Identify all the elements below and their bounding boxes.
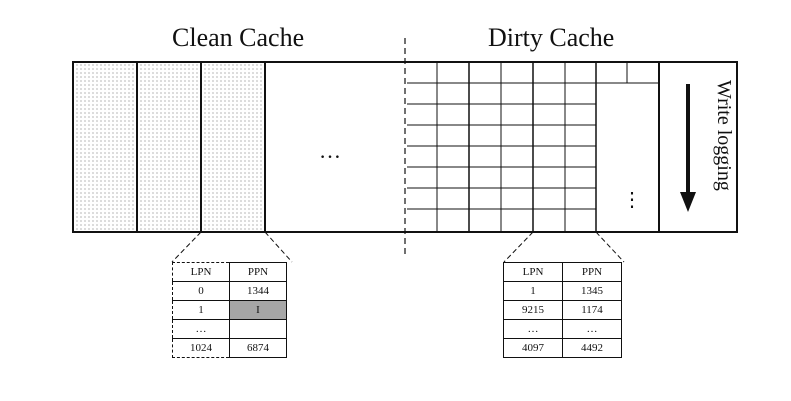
lpn-cell: 1 [172, 300, 230, 320]
table-row: 4097 4492 [503, 338, 622, 358]
lpn-cell: 9215 [503, 300, 563, 320]
clean-cache-title: Clean Cache [172, 23, 305, 52]
ppn-header: PPN [229, 262, 287, 282]
ppn-cell: 4492 [562, 338, 622, 358]
dirty-mapping-table: LPN PPN 1 1345 9215 1174 … … 4097 4492 [503, 262, 622, 358]
write-logging-arrow [680, 84, 696, 212]
zoom-connectors [171, 231, 625, 263]
lpn-cell: 1 [503, 281, 563, 301]
clean-block-3 [200, 61, 266, 233]
table-row: 1 1345 [503, 281, 622, 301]
lpn-cell: 1024 [172, 338, 230, 358]
lpn-header: LPN [172, 262, 230, 282]
lpn-cell: … [172, 319, 230, 339]
dirty-cache-grid [407, 62, 660, 232]
dirty-cache-vdots: ⋮ [622, 189, 642, 211]
ppn-cell: 1344 [229, 281, 287, 301]
lpn-cell: … [503, 319, 563, 339]
clean-cache-ellipsis: … [319, 138, 341, 163]
write-logging-label: Write logging [713, 80, 735, 191]
ppn-cell: 1345 [562, 281, 622, 301]
ppn-cell: 1174 [562, 300, 622, 320]
clean-block-1 [72, 61, 138, 233]
ppn-cell: 6874 [229, 338, 287, 358]
table-row: 0 1344 [172, 281, 287, 301]
table-row: … [172, 319, 287, 339]
lpn-cell: 0 [172, 281, 230, 301]
clean-mapping-table: LPN PPN 0 1344 1 I … 1024 6874 [172, 262, 287, 358]
ppn-cell-invalid: I [229, 300, 287, 320]
clean-block-2 [136, 61, 202, 233]
table-header-row: LPN PPN [503, 262, 622, 282]
table-row: 1024 6874 [172, 338, 287, 358]
ppn-cell: … [562, 319, 622, 339]
table-row: 1 I [172, 300, 287, 320]
table-header-row: LPN PPN [172, 262, 287, 282]
ppn-cell [229, 319, 287, 339]
dirty-cache-title: Dirty Cache [488, 23, 615, 52]
lpn-cell: 4097 [503, 338, 563, 358]
table-row: 9215 1174 [503, 300, 622, 320]
ppn-header: PPN [562, 262, 622, 282]
table-row: … … [503, 319, 622, 339]
lpn-header: LPN [503, 262, 563, 282]
